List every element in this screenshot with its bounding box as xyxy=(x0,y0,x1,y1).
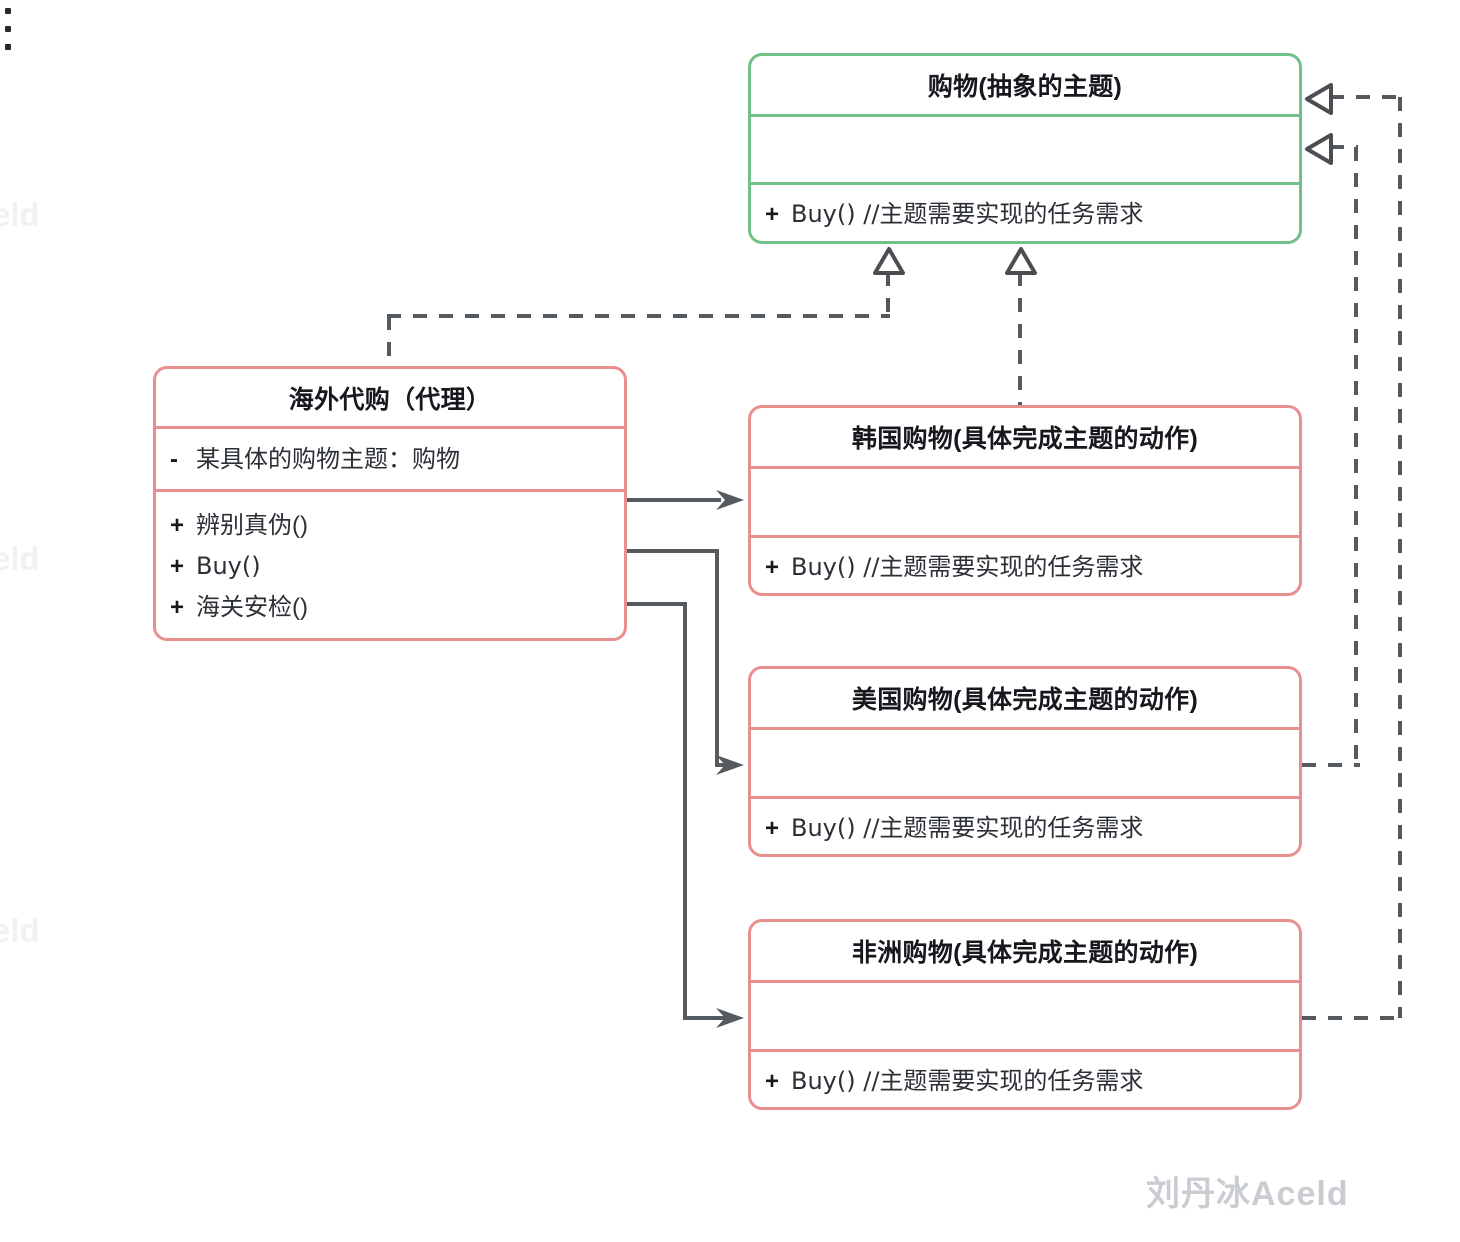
edge-proxy-uses-korea-seg-h xyxy=(627,498,721,502)
class-title-korea: 韩国购物(具体完成主题的动作) xyxy=(851,425,1199,453)
class-member-row: + Buy() xyxy=(170,546,610,587)
edge-africa-realizes-subject-seg-h1 xyxy=(1302,1016,1404,1020)
class-title-africa: 非洲购物(具体完成主题的动作) xyxy=(851,939,1199,967)
member-signature: Buy() //主题需要实现的任务需求 xyxy=(791,200,1144,228)
edge-proxy-uses-usa-seg-v xyxy=(715,549,719,765)
member-visibility: + xyxy=(170,594,185,621)
class-methods-korea: + Buy() //主题需要实现的任务需求 xyxy=(751,535,1299,593)
class-attributes-usa xyxy=(751,727,1299,796)
edge-proxy-uses-africa-seg-h1 xyxy=(627,602,687,606)
edge-proxy-uses-africa-seg-v xyxy=(683,602,687,1020)
class-member-row: + Buy() //主题需要实现的任务需求 xyxy=(765,194,1285,235)
watermark-faint-1: eld xyxy=(0,196,40,233)
class-box-proxy[interactable]: 海外代购（代理） -某具体的购物主题：购物 + 辨别真伪() + Buy() + 海关… xyxy=(153,366,627,641)
member-visibility: + xyxy=(170,553,185,580)
member-signature: Buy() //主题需要实现的任务需求 xyxy=(791,1066,1144,1095)
arrowhead-korea-realizes-subject xyxy=(1004,247,1038,275)
class-member-row: -某具体的购物主题：购物 xyxy=(170,439,610,480)
class-member-row: + Buy() //主题需要实现的任务需求 xyxy=(765,808,1285,849)
edge-proxy-realizes-subject-seg-v2 xyxy=(886,272,890,316)
edge-africa-realizes-subject-seg-v xyxy=(1398,97,1402,1018)
watermark-faint-3: eld xyxy=(0,912,40,949)
edge-proxy-uses-africa-seg-h2 xyxy=(683,1016,737,1020)
class-box-korea[interactable]: 韩国购物(具体完成主题的动作) + Buy() //主题需要实现的任务需求 xyxy=(748,405,1302,596)
member-signature: Buy() xyxy=(196,552,261,580)
member-visibility: + xyxy=(765,814,780,842)
member-signature: 辨别真伪() xyxy=(196,512,308,539)
class-attributes-proxy: -某具体的购物主题：购物 xyxy=(156,426,624,489)
arrowhead-proxy-realizes-subject xyxy=(872,247,906,275)
class-box-usa[interactable]: 美国购物(具体完成主题的动作) + Buy() //主题需要实现的任务需求 xyxy=(748,666,1302,857)
edge-proxy-uses-usa-seg-h1 xyxy=(627,549,719,553)
class-attributes-korea xyxy=(751,466,1299,535)
class-box-africa[interactable]: 非洲购物(具体完成主题的动作) + Buy() //主题需要实现的任务需求 xyxy=(748,919,1302,1110)
watermark-faint-2: eld xyxy=(0,540,40,577)
class-box-subject[interactable]: 购物(抽象的主题) + Buy() //主题需要实现的任务需求 xyxy=(748,53,1302,244)
edge-africa-realizes-subject-seg-h2 xyxy=(1330,95,1402,99)
member-signature: 某具体的购物主题：购物 xyxy=(196,445,460,473)
member-signature: Buy() //主题需要实现的任务需求 xyxy=(791,552,1144,581)
watermark-author: 刘丹冰Aceld xyxy=(1146,1175,1349,1213)
class-member-row: + Buy() //主题需要实现的任务需求 xyxy=(765,1061,1285,1102)
class-methods-proxy: + 辨别真伪() + Buy() + 海关安检() xyxy=(156,489,624,638)
class-attributes-africa xyxy=(751,980,1299,1049)
member-visibility: - xyxy=(170,445,178,473)
class-member-row: + 辨别真伪() xyxy=(170,505,610,546)
arrowhead-usa-realizes-subject xyxy=(1305,132,1333,166)
class-methods-africa: + Buy() //主题需要实现的任务需求 xyxy=(751,1049,1299,1107)
member-visibility: + xyxy=(765,553,780,581)
corner-dots-marker xyxy=(5,8,11,62)
class-title-subject: 购物(抽象的主题) xyxy=(927,73,1123,101)
arrowhead-proxy-uses-usa xyxy=(714,753,748,777)
member-visibility: + xyxy=(765,1067,780,1095)
member-visibility: + xyxy=(170,512,185,539)
class-methods-usa: + Buy() //主题需要实现的任务需求 xyxy=(751,796,1299,854)
edge-usa-realizes-subject-seg-v xyxy=(1354,147,1358,765)
edge-usa-realizes-subject-seg-h2 xyxy=(1330,145,1358,149)
member-signature: Buy() //主题需要实现的任务需求 xyxy=(791,813,1144,842)
member-signature: 海关安检() xyxy=(196,594,308,621)
edge-proxy-realizes-subject-seg-h xyxy=(387,314,890,318)
member-visibility: + xyxy=(765,201,780,228)
class-title-usa: 美国购物(具体完成主题的动作) xyxy=(851,686,1199,714)
class-member-row: + 海关安检() xyxy=(170,587,610,628)
arrowhead-africa-realizes-subject xyxy=(1305,82,1333,116)
arrowhead-proxy-uses-africa xyxy=(714,1006,748,1030)
edge-korea-realizes-subject-seg-v xyxy=(1018,272,1022,405)
class-attributes-subject xyxy=(751,114,1299,182)
edge-usa-realizes-subject-seg-h1 xyxy=(1302,763,1360,767)
class-title-proxy: 海外代购（代理） xyxy=(288,385,492,414)
class-methods-subject: + Buy() //主题需要实现的任务需求 xyxy=(751,182,1299,241)
arrowhead-proxy-uses-korea xyxy=(714,488,748,512)
class-member-row: + Buy() //主题需要实现的任务需求 xyxy=(765,547,1285,588)
edge-proxy-realizes-subject-seg-v1 xyxy=(387,316,391,368)
